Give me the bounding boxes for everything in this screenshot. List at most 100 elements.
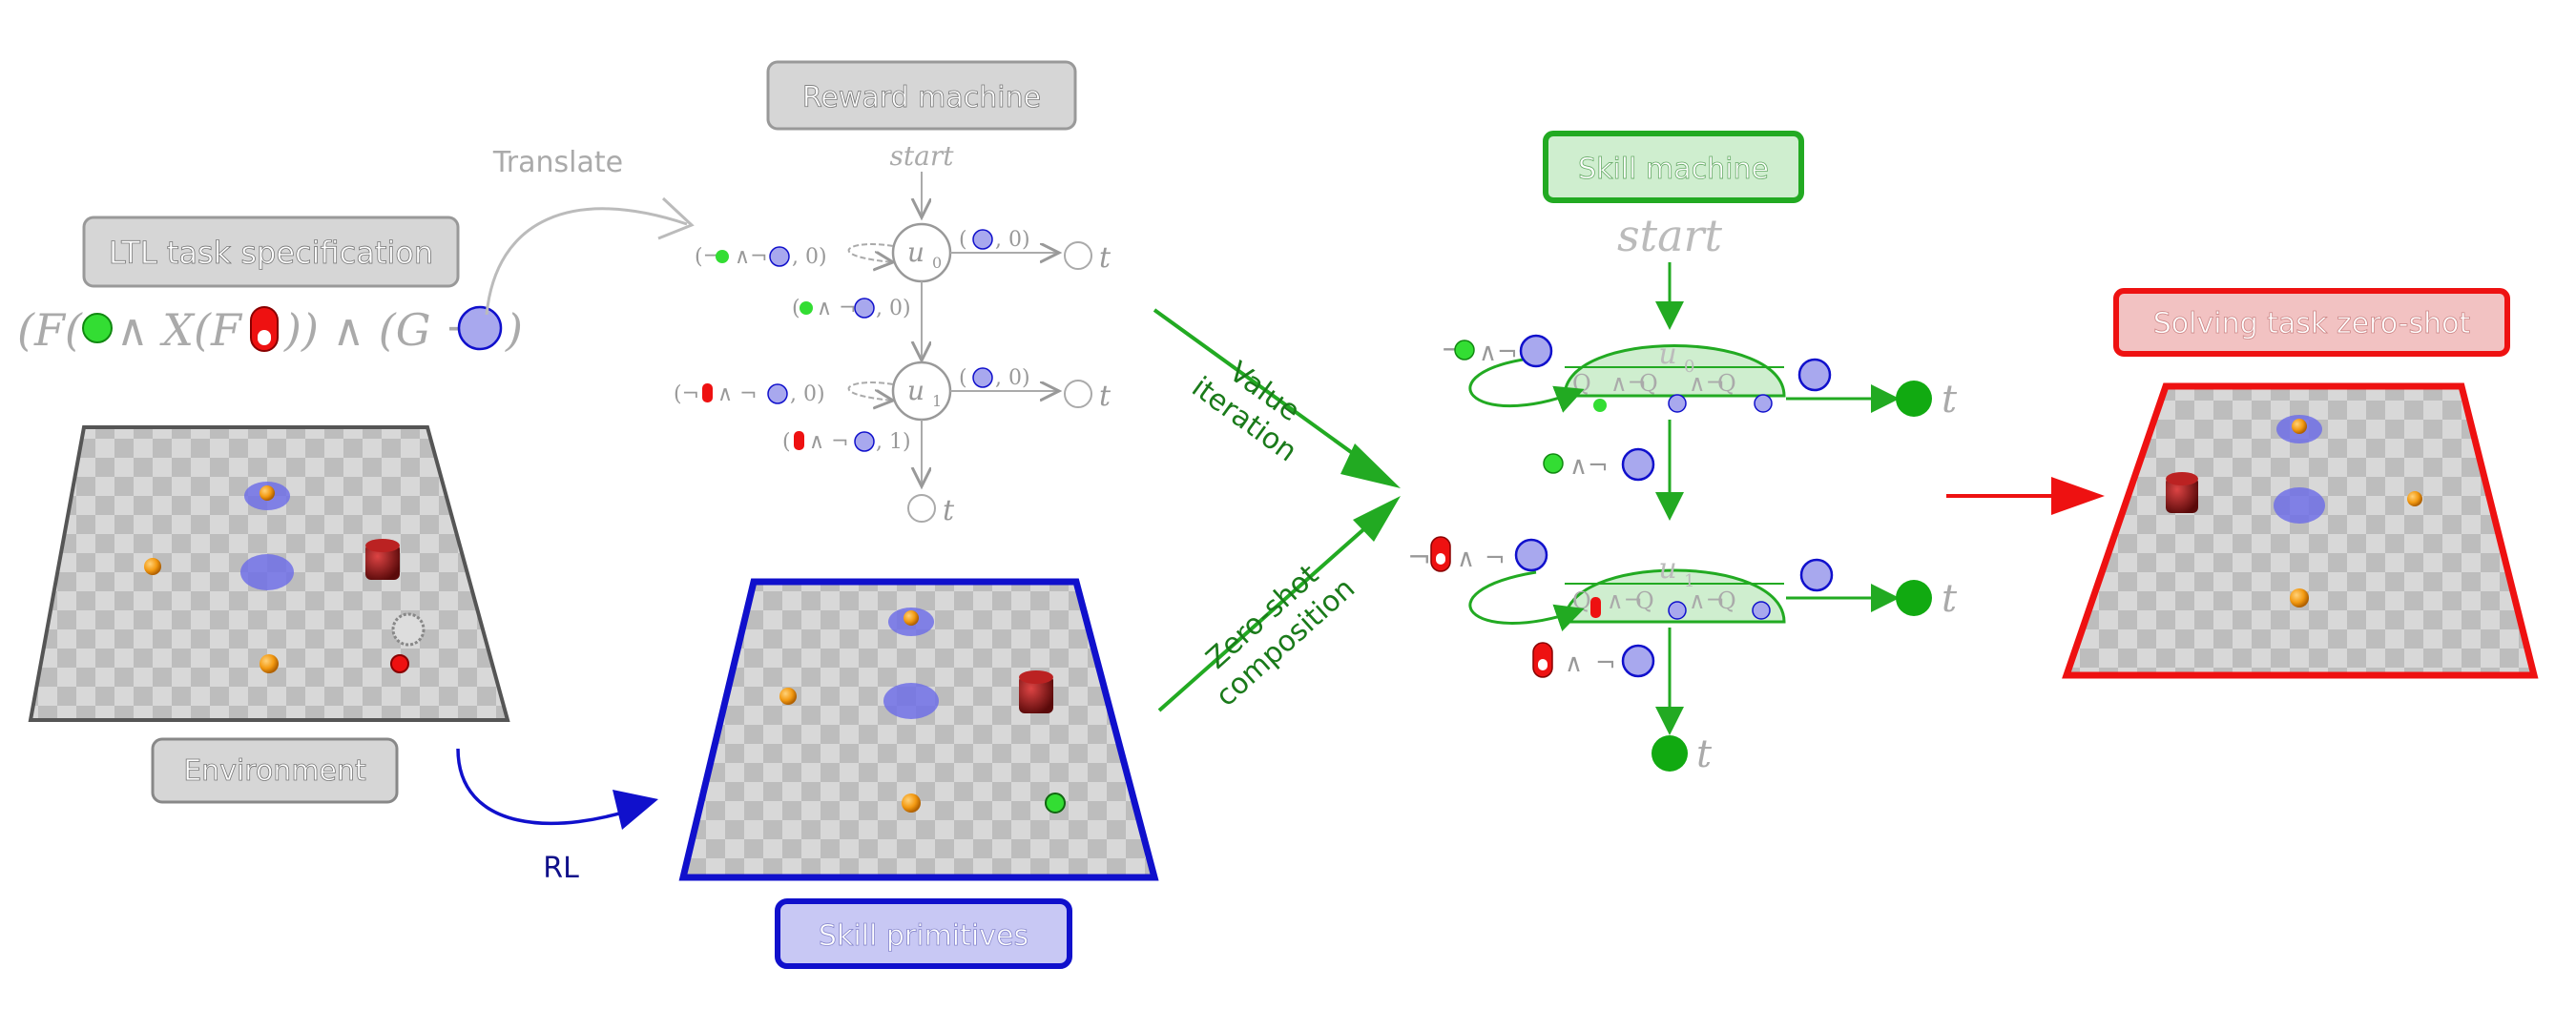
rm-u1-self-a: (¬ (674, 382, 699, 406)
blue-region-large (883, 683, 939, 719)
rm-terminal-t (907, 494, 936, 523)
blue-region-icon (1668, 601, 1687, 620)
sm-u0-and-neg-2: ∧¬ (1689, 370, 1725, 397)
rm-terminal-t (1064, 241, 1092, 270)
blue-region-icon (1668, 394, 1687, 413)
sm-u0-down-and-neg: ∧¬ (1569, 452, 1609, 481)
rm-terminal-label: t (1099, 241, 1111, 275)
skill-machine: Skill machine start u 0 Q ∧¬ Q ∧¬ Q ¬ ∧¬… (1407, 131, 1958, 776)
environment-board (28, 425, 510, 722)
orange-ball (779, 688, 797, 705)
sm-u0-q3: Q (1717, 370, 1736, 397)
rm-u0-self-loop (847, 243, 893, 262)
ltl-title: LTL task specification (109, 235, 433, 271)
rm-u1-down-a: ( (782, 430, 791, 454)
reward-machine: Reward machine start u 0 (¬ ∧¬ , 0) ( , … (674, 60, 1111, 527)
sm-terminal-label: t (1942, 378, 1958, 422)
blue-region-icon (972, 367, 993, 388)
rm-u0-down-c: , 0) (876, 297, 911, 320)
skill-machine-title-box (1543, 131, 1804, 203)
green-ball-icon (1454, 340, 1475, 360)
solving-task-board (2062, 382, 2539, 679)
blue-region-large (240, 554, 294, 590)
red-cylinder-top (2166, 472, 2198, 485)
sm-terminal-label: t (1942, 577, 1958, 621)
sm-state-u0-sub: 0 (1684, 357, 1694, 377)
skill-primitives-label: Skill primitives (819, 919, 1028, 953)
orange-ball (2407, 491, 2422, 506)
skill-primitives-floor (678, 578, 1159, 881)
rm-u0-down-a: ( (792, 297, 800, 320)
red-cylinder-highlight (1436, 553, 1445, 565)
blue-region-icon (1799, 558, 1834, 592)
rm-start-label: start (890, 140, 955, 172)
red-cylinder (365, 544, 400, 580)
blue-region-icon (1519, 334, 1553, 368)
rm-state-u0-label: u (907, 237, 924, 268)
orange-ball (2292, 419, 2307, 434)
sm-u1-q2: Q (1635, 587, 1654, 614)
blue-region-icon (457, 305, 503, 351)
rm-u0-out-a: ( (959, 228, 967, 252)
skill-machine-title: Skill machine (1578, 153, 1769, 186)
blue-region-icon (769, 246, 790, 267)
rm-u0-self-b: ∧¬ (735, 245, 768, 269)
solving-task-label: Solving task zero-shot (2153, 307, 2471, 340)
sm-u0-self-loop (1468, 356, 1585, 413)
blue-region-icon (767, 383, 788, 404)
rm-u1-out-a: ( (959, 366, 967, 390)
sm-u1-and-neg: ∧¬ (1607, 587, 1643, 614)
green-ball-icon (1543, 453, 1564, 474)
blue-region-icon (854, 431, 875, 452)
red-cylinder-top (365, 539, 400, 552)
blue-region-large (2274, 487, 2325, 524)
solving-task-label-box (2113, 288, 2510, 357)
sm-state-u0 (1563, 344, 1786, 398)
rm-terminal-t (1064, 380, 1092, 408)
agent-robot-icon (391, 612, 426, 647)
blue-region-icon (1754, 394, 1773, 413)
green-ball-icon (800, 301, 813, 315)
sm-start-label: start (1617, 210, 1723, 261)
sm-u1-self-loop (1468, 570, 1585, 632)
blue-region-icon (1621, 644, 1655, 678)
translate-arrowhead (657, 196, 695, 240)
sm-terminal-label: t (1696, 732, 1713, 776)
sm-state-u1-sub: 1 (1684, 571, 1694, 591)
rm-state-u0-sub: 0 (932, 254, 942, 272)
rm-u1-self-b: ∧ ¬ (717, 382, 758, 406)
red-cylinder-icon (702, 383, 713, 402)
ltl-formula-part-4: ) (505, 304, 523, 356)
ltl-formula-part-1: (F( (17, 304, 83, 356)
blue-region-icon (1797, 358, 1832, 392)
zero-shot-arrow (1157, 508, 1387, 712)
orange-ball (144, 558, 161, 575)
rl-arrowhead (613, 790, 658, 830)
sm-u1-self-neg-2: ¬ (1485, 545, 1506, 573)
ltl-formula-part-3: )) ∧ (G ¬ (283, 304, 482, 356)
sm-terminal-t (1896, 381, 1932, 417)
rm-state-u1-sub: 1 (932, 392, 942, 410)
orange-ball (2290, 588, 2309, 608)
green-ball-icon (716, 250, 729, 263)
rm-u0-down-b: ∧ ¬ (817, 297, 857, 320)
rm-u1-self-loop (847, 381, 893, 401)
value-iteration-arrow (1153, 308, 1387, 479)
zero-shot-label-group: Zero-shot composition (1200, 558, 1361, 713)
orange-ball (260, 485, 275, 501)
rm-u1-out-b: , 0) (995, 366, 1030, 390)
red-cylinder (1019, 675, 1053, 713)
rm-u1-self-c: , 0) (790, 382, 825, 406)
blue-region-icon (972, 229, 993, 250)
ltl-title-box (82, 216, 460, 288)
blue-region-icon (854, 298, 875, 319)
skill-primitives-label-box (775, 898, 1072, 969)
red-cylinder-icon (794, 431, 804, 450)
sm-state-u1-label: u (1658, 552, 1676, 586)
red-cylinder-top (1019, 670, 1053, 684)
orange-ball (902, 793, 921, 813)
zero-shot-arrowhead (1353, 496, 1401, 542)
blue-region-icon (1514, 538, 1548, 572)
environment-label: Environment (183, 754, 366, 788)
sm-state-u0-label: u (1658, 338, 1676, 371)
